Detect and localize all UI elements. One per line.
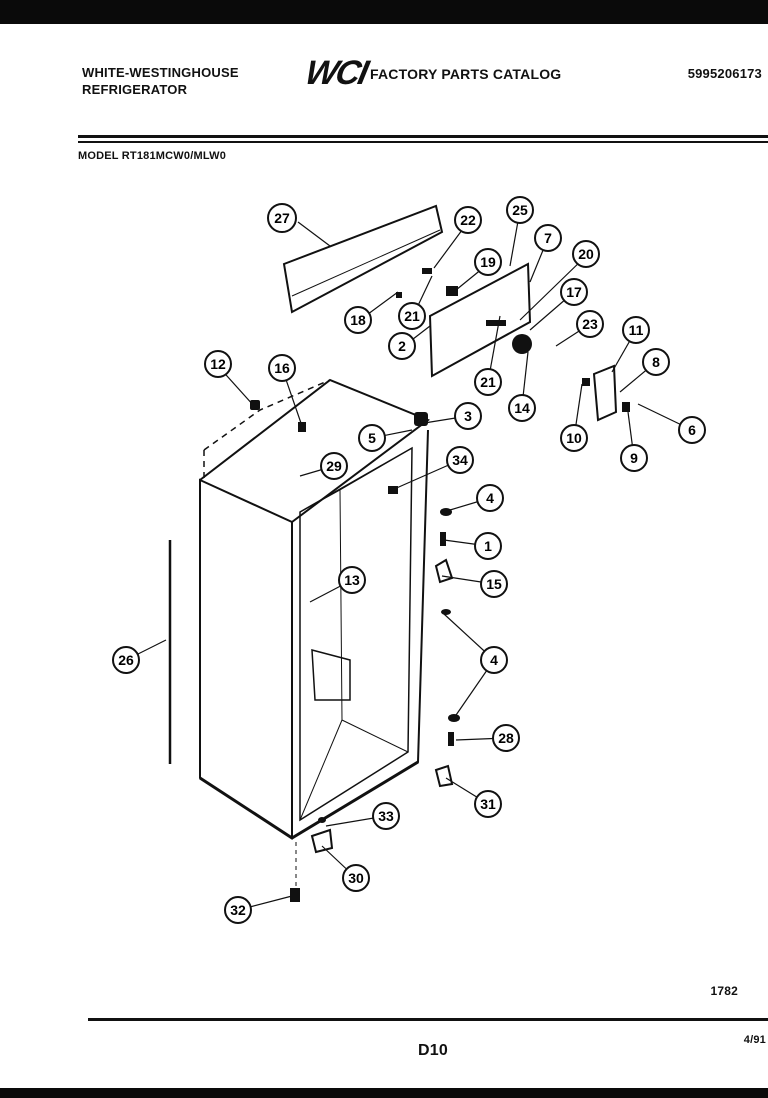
callout-19: 19 — [474, 248, 502, 276]
svg-text:10: 10 — [566, 430, 582, 446]
cabinet-drawing — [168, 204, 618, 890]
svg-text:30: 30 — [348, 870, 364, 886]
svg-text:21: 21 — [404, 308, 420, 324]
callout-28: 28 — [492, 724, 520, 752]
svg-text:9: 9 — [630, 450, 638, 466]
svg-text:32: 32 — [230, 902, 246, 918]
model-number: MODEL RT181MCW0/MLW0 — [78, 150, 227, 162]
callout-34: 34 — [446, 446, 474, 474]
callout-21: 21 — [398, 302, 426, 330]
callout-15: 15 — [480, 570, 508, 598]
callout-33: 33 — [372, 802, 400, 830]
svg-text:15: 15 — [486, 576, 502, 592]
svg-text:19: 19 — [480, 254, 496, 270]
callout-7: 7 — [534, 224, 562, 252]
svg-text:8: 8 — [652, 354, 660, 370]
callout-30: 30 — [342, 864, 370, 892]
revision-date: 4/91 — [743, 1034, 766, 1046]
product-type: REFRIGERATOR — [82, 82, 188, 97]
svg-text:28: 28 — [498, 730, 514, 746]
callout-12: 12 — [204, 350, 232, 378]
leader-lines — [125, 209, 693, 911]
svg-text:21: 21 — [480, 374, 496, 390]
svg-text:20: 20 — [578, 246, 594, 262]
svg-text:3: 3 — [464, 408, 472, 424]
callout-4b: 4 — [480, 646, 508, 674]
svg-text:6: 6 — [688, 422, 696, 438]
callout-27: 27 — [267, 203, 297, 233]
callout-16: 16 — [268, 354, 296, 382]
callout-5: 5 — [358, 424, 386, 452]
callout-8: 8 — [642, 348, 670, 376]
svg-text:29: 29 — [326, 458, 342, 474]
svg-text:13: 13 — [344, 572, 360, 588]
callout-26: 26 — [112, 646, 140, 674]
callout-18: 18 — [344, 306, 372, 334]
callout-32: 32 — [224, 896, 252, 924]
svg-text:16: 16 — [274, 360, 290, 376]
small-parts — [250, 268, 630, 902]
svg-text:33: 33 — [378, 808, 394, 824]
callout-14: 14 — [508, 394, 536, 422]
callout-3: 3 — [454, 402, 482, 430]
header-rule-thin — [78, 141, 768, 143]
callout-1: 1 — [474, 532, 502, 560]
svg-text:1: 1 — [484, 538, 492, 554]
callout-17: 17 — [560, 278, 588, 306]
callout-4: 4 — [476, 484, 504, 512]
brand-block: WHITE-WESTINGHOUSE REFRIGERATOR — [82, 64, 239, 98]
callout-23: 23 — [576, 310, 604, 338]
svg-text:12: 12 — [210, 356, 226, 372]
svg-text:26: 26 — [118, 652, 134, 668]
svg-text:5: 5 — [368, 430, 376, 446]
svg-text:11: 11 — [629, 322, 644, 338]
svg-text:22: 22 — [460, 212, 476, 228]
header-rule — [78, 135, 768, 138]
callout-31: 31 — [474, 790, 502, 818]
svg-text:14: 14 — [514, 400, 530, 416]
top-scan-border — [0, 0, 768, 24]
svg-text:23: 23 — [582, 316, 598, 332]
svg-text:4: 4 — [490, 652, 498, 668]
svg-text:31: 31 — [480, 796, 496, 812]
svg-text:2: 2 — [398, 338, 406, 354]
callout-20: 20 — [572, 240, 600, 268]
callout-2: 2 — [388, 332, 416, 360]
brand-name: WHITE-WESTINGHOUSE — [82, 65, 239, 80]
svg-text:18: 18 — [350, 312, 366, 328]
footer-rule — [88, 1018, 768, 1021]
callout-10: 10 — [560, 424, 588, 452]
svg-text:25: 25 — [512, 202, 528, 218]
callout-11: 11 — [622, 316, 650, 344]
svg-text:34: 34 — [452, 452, 468, 468]
callout-13: 13 — [338, 566, 366, 594]
svg-text:4: 4 — [486, 490, 494, 506]
svg-text:7: 7 — [544, 230, 552, 246]
callout-29: 29 — [320, 452, 348, 480]
callout-9: 9 — [620, 444, 648, 472]
callout-21b: 21 — [474, 368, 502, 396]
callout-22: 22 — [454, 206, 482, 234]
callout-bubbles: 27 22 25 7 20 19 18 21 2 17 23 21 14 11 … — [112, 196, 706, 924]
svg-text:17: 17 — [566, 284, 582, 300]
svg-text:27: 27 — [274, 210, 290, 226]
catalog-title: FACTORY PARTS CATALOG — [370, 66, 562, 82]
drawing-number: 1782 — [710, 984, 738, 998]
page-number: D10 — [418, 1042, 448, 1059]
catalog-number: 5995206173 — [687, 66, 762, 81]
callout-6: 6 — [678, 416, 706, 444]
callout-25: 25 — [506, 196, 534, 224]
bottom-scan-border — [0, 1088, 768, 1098]
